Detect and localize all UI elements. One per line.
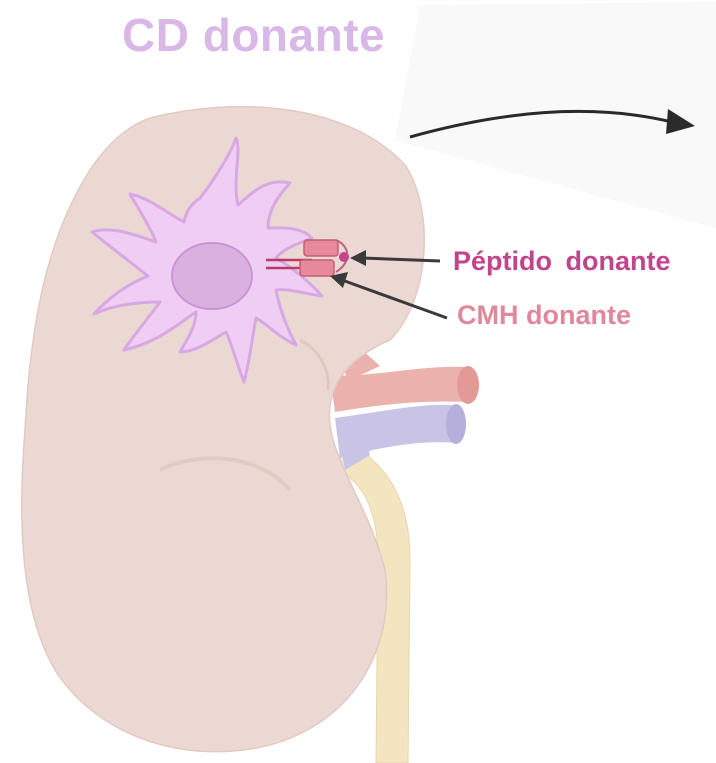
nucleus (172, 243, 252, 309)
peptide-label: Péptido donante (453, 246, 671, 277)
vein (335, 404, 466, 470)
diagram-title: CD donante (122, 8, 385, 62)
peptide-icon (339, 252, 349, 262)
mhc-label: CMH donante (457, 300, 631, 331)
